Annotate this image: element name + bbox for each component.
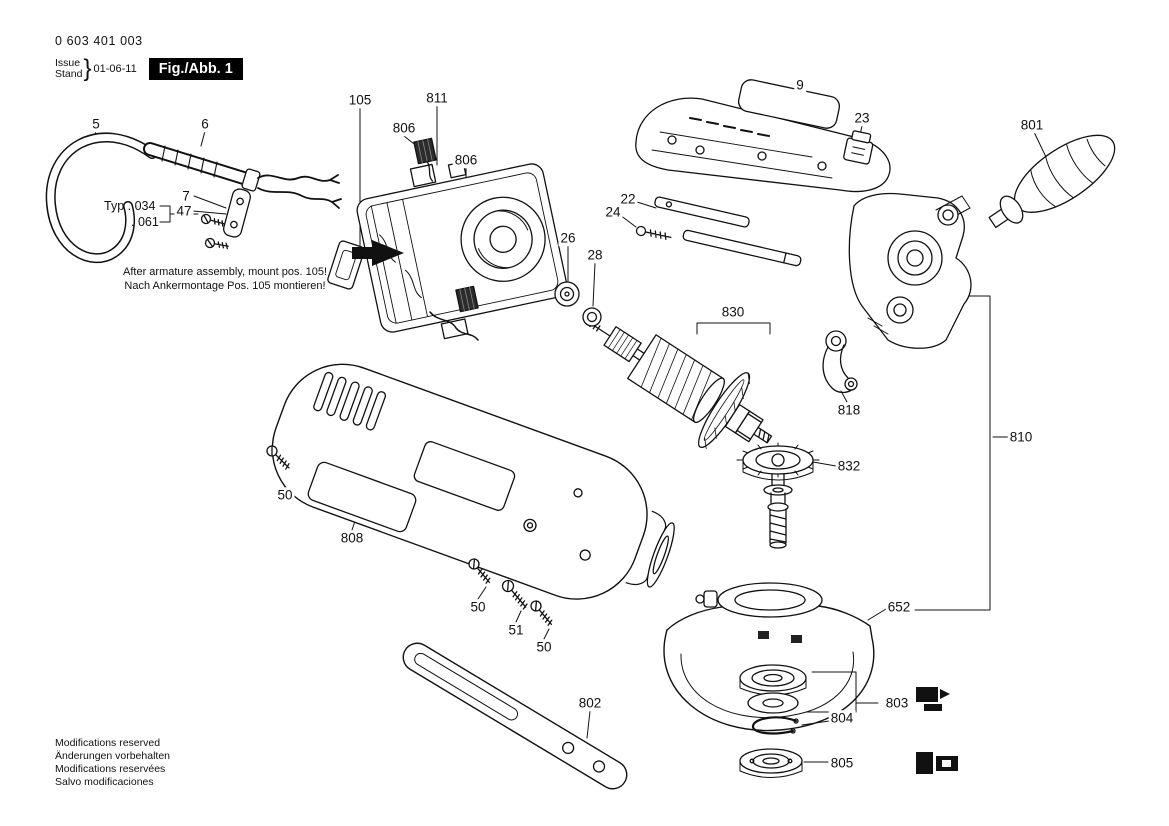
typ-line-1: Typ . 034 xyxy=(104,199,156,213)
typ-line-2: . 061 xyxy=(131,215,159,229)
field-stator-assembly xyxy=(356,161,568,340)
spec-plate xyxy=(307,461,417,533)
side-handle xyxy=(988,134,1116,229)
modifications-line-fr: Modifications reservées xyxy=(55,763,166,775)
screw-50-b xyxy=(468,558,491,584)
switch-slider xyxy=(843,130,874,165)
switch-latch xyxy=(654,196,750,228)
spindle xyxy=(763,472,793,549)
armature xyxy=(585,318,773,449)
flange-set xyxy=(739,664,807,714)
clamping-flange xyxy=(739,748,803,778)
issue-date: 01-06-11 xyxy=(93,63,137,75)
screw-47 xyxy=(204,237,229,250)
carbon-brush-lower xyxy=(455,285,479,313)
modifications-line-de: Änderungen vorbehalten xyxy=(55,750,171,762)
title-block: 0 603 401 003 Issue Stand } 01-06-11 Fig… xyxy=(55,34,243,83)
mount-direction-arrow xyxy=(352,240,404,266)
screw-7 xyxy=(200,213,225,227)
issue-label: Issue xyxy=(55,57,81,69)
armature-note-en: After armature assembly, mount pos. 105! xyxy=(123,266,327,278)
accessory-icon-a xyxy=(916,687,950,711)
carbon-brush-upper xyxy=(413,137,437,182)
housing-cover xyxy=(635,97,891,193)
switch-rod xyxy=(682,229,802,267)
figure-label: Fig./Abb. 1 xyxy=(148,58,243,80)
armature-assembly-note: After armature assembly, mount pos. 105!… xyxy=(112,266,338,293)
accessory-icon-b xyxy=(916,752,958,774)
modifications-note: Modifications reserved Änderungen vorbeh… xyxy=(55,737,170,789)
armature-note-de: Nach Ankermontage Pos. 105 montieren! xyxy=(124,279,326,292)
screw-50-c xyxy=(530,600,553,626)
bearing-28 xyxy=(582,307,602,327)
brush-wire xyxy=(429,311,479,341)
bearing-26 xyxy=(554,281,580,307)
type-variant-note: Typ . 034 . 061 xyxy=(104,198,159,230)
nameplate xyxy=(737,79,841,129)
circlip xyxy=(751,716,799,735)
stand-label: Stand xyxy=(55,68,83,80)
clamp-lever xyxy=(822,330,858,394)
cord-sleeve xyxy=(143,142,342,209)
gear-housing xyxy=(848,192,972,349)
modifications-line-es: Salvo modificaciones xyxy=(55,776,154,788)
wheel-guard xyxy=(663,582,875,732)
screw-24 xyxy=(635,225,672,240)
supply-cord xyxy=(45,132,157,264)
screw-51 xyxy=(501,579,528,610)
crown-gear xyxy=(736,442,820,481)
screw-50-a xyxy=(266,445,290,470)
pin-wrench xyxy=(402,642,628,790)
motor-housing xyxy=(271,363,675,600)
modifications-line-en: Modifications reserved xyxy=(55,737,161,749)
brace-glyph: } xyxy=(83,55,92,82)
cord-clamp xyxy=(200,188,251,250)
type-number: 0 603 401 003 xyxy=(55,34,143,48)
